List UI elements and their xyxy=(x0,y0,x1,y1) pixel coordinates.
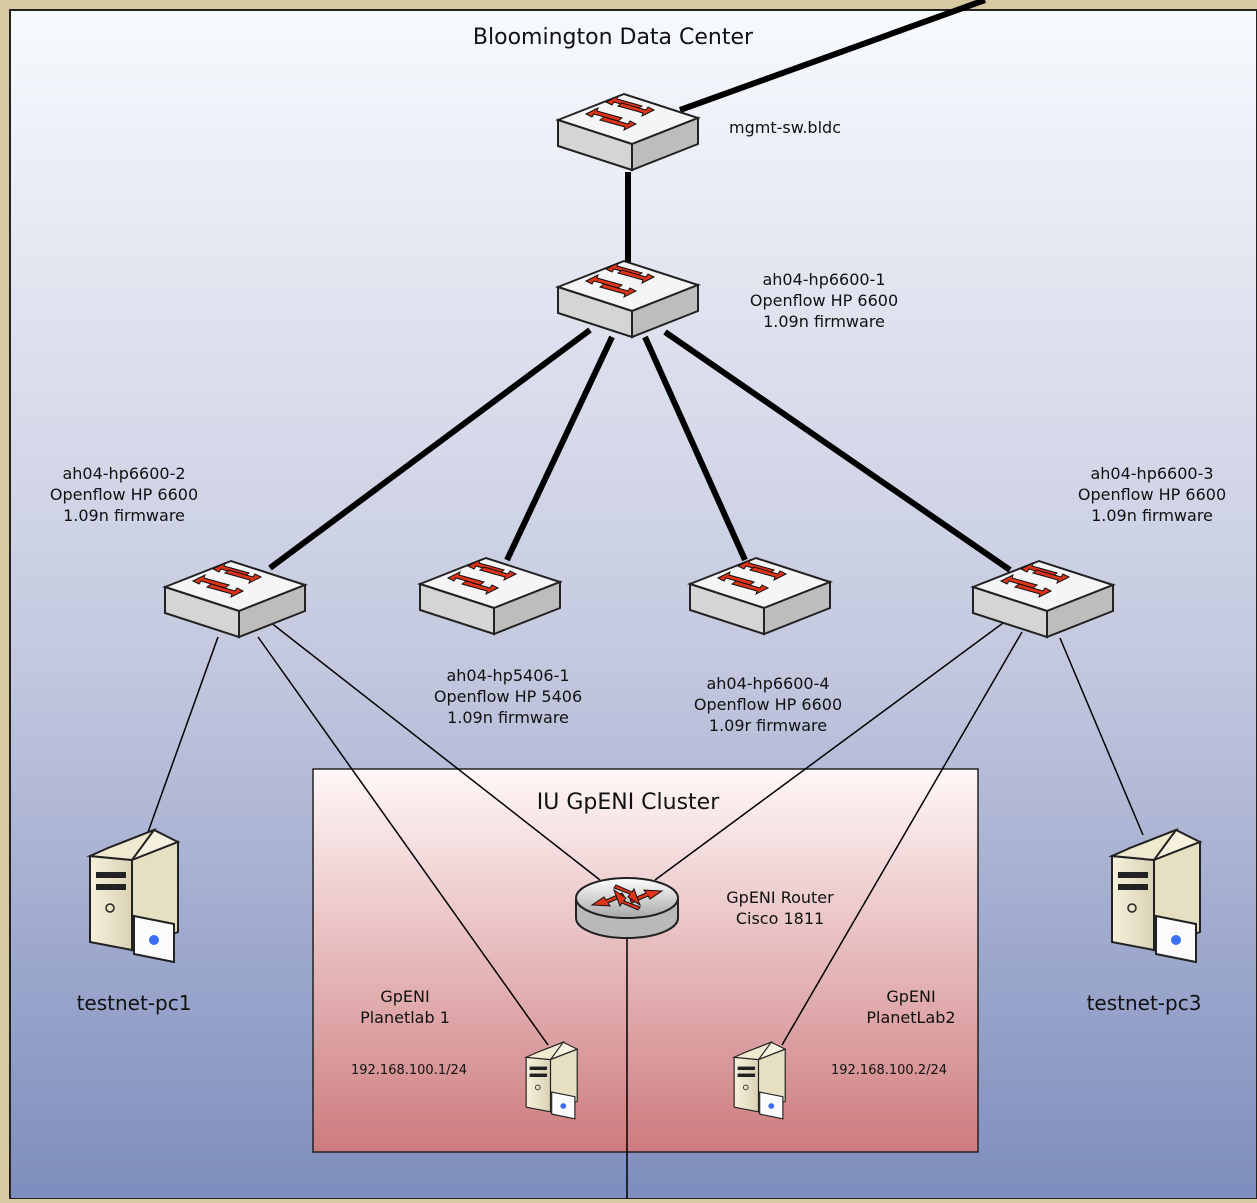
server-icon-planetlab1 xyxy=(525,1041,578,1120)
server-icon-pc3 xyxy=(1111,829,1201,963)
hp5406-1-name: ah04-hp5406-1 xyxy=(446,666,570,685)
link-hp6600-2-planetlab1 xyxy=(257,636,549,1046)
server-icon-planetlab2 xyxy=(733,1041,786,1120)
hp6600-4-label: ah04-hp6600-4 Openflow HP 6600 1.09r fir… xyxy=(668,674,868,736)
hp6600-3-label: ah04-hp6600-3 Openflow HP 6600 1.09n fir… xyxy=(1052,464,1252,526)
hp6600-4-firmware: 1.09r firmware xyxy=(708,715,828,735)
pc1-label: testnet-pc1 xyxy=(76,991,192,1015)
link-hp6600-2-router xyxy=(269,621,601,881)
link-hp6600-1-hp5406-1 xyxy=(504,335,615,562)
hp6600-2-name: ah04-hp6600-2 xyxy=(62,464,186,483)
link-hp6600-3-pc3 xyxy=(1059,637,1144,836)
mgmt-switch-label: mgmt-sw.bldc xyxy=(729,118,841,137)
hp6600-2-model: Openflow HP 6600 xyxy=(49,484,199,504)
router-icon xyxy=(575,877,679,939)
hp6600-2-firmware: 1.09n firmware xyxy=(63,505,185,525)
planetlab1-ip: 192.168.100.1/24 xyxy=(350,1063,468,1078)
uplink-line xyxy=(678,0,987,113)
planetlab1-label: GpENI Planetlab 1 xyxy=(360,987,450,1027)
planetlab2-ip: 192.168.100.2/24 xyxy=(830,1063,948,1078)
hp5406-1-label: ah04-hp5406-1 Openflow HP 5406 1.09n fir… xyxy=(408,666,608,728)
hp6600-2-label: ah04-hp6600-2 Openflow HP 6600 1.09n fir… xyxy=(24,464,224,526)
link-hp6600-3-router xyxy=(654,622,1004,881)
link-hp6600-2-pc1 xyxy=(146,636,219,836)
hp6600-3-model: Openflow HP 6600 xyxy=(1077,484,1227,504)
server-icon-pc1 xyxy=(89,829,179,963)
hp5406-1-firmware: 1.09n firmware xyxy=(447,707,569,727)
link-hp6600-1-hp6600-3 xyxy=(663,329,1012,573)
hp6600-1-model: Openflow HP 6600 xyxy=(749,290,899,310)
link-hp6600-3-planetlab2 xyxy=(781,631,1023,1046)
link-hp6600-1-hp6600-4 xyxy=(642,335,748,562)
router-name: GpENI Router xyxy=(726,888,834,907)
hp6600-4-model: Openflow HP 6600 xyxy=(693,694,843,714)
pc3-label: testnet-pc3 xyxy=(1086,991,1202,1015)
link-hp6600-1-hp6600-2 xyxy=(268,327,592,571)
planetlab2-label: GpENI PlanetLab2 xyxy=(866,987,956,1027)
hp6600-4-name: ah04-hp6600-4 xyxy=(706,674,830,693)
hp6600-3-name: ah04-hp6600-3 xyxy=(1090,464,1214,483)
hp5406-1-model: Openflow HP 5406 xyxy=(433,686,583,706)
hp6600-1-label: ah04-hp6600-1 Openflow HP 6600 1.09n fir… xyxy=(724,270,924,332)
router-label: GpENI Router Cisco 1811 xyxy=(710,888,850,930)
router-model: Cisco 1811 xyxy=(735,908,825,928)
trunk-links xyxy=(268,0,1012,573)
hp6600-1-name: ah04-hp6600-1 xyxy=(762,270,886,289)
hp6600-1-firmware: 1.09n firmware xyxy=(763,311,885,331)
diagram-title: Bloomington Data Center xyxy=(472,25,754,50)
access-links xyxy=(146,621,1144,1199)
gpeni-cluster-area xyxy=(312,768,979,1153)
hp6600-3-firmware: 1.09n firmware xyxy=(1091,505,1213,525)
cluster-title: IU GpENI Cluster xyxy=(536,790,720,815)
